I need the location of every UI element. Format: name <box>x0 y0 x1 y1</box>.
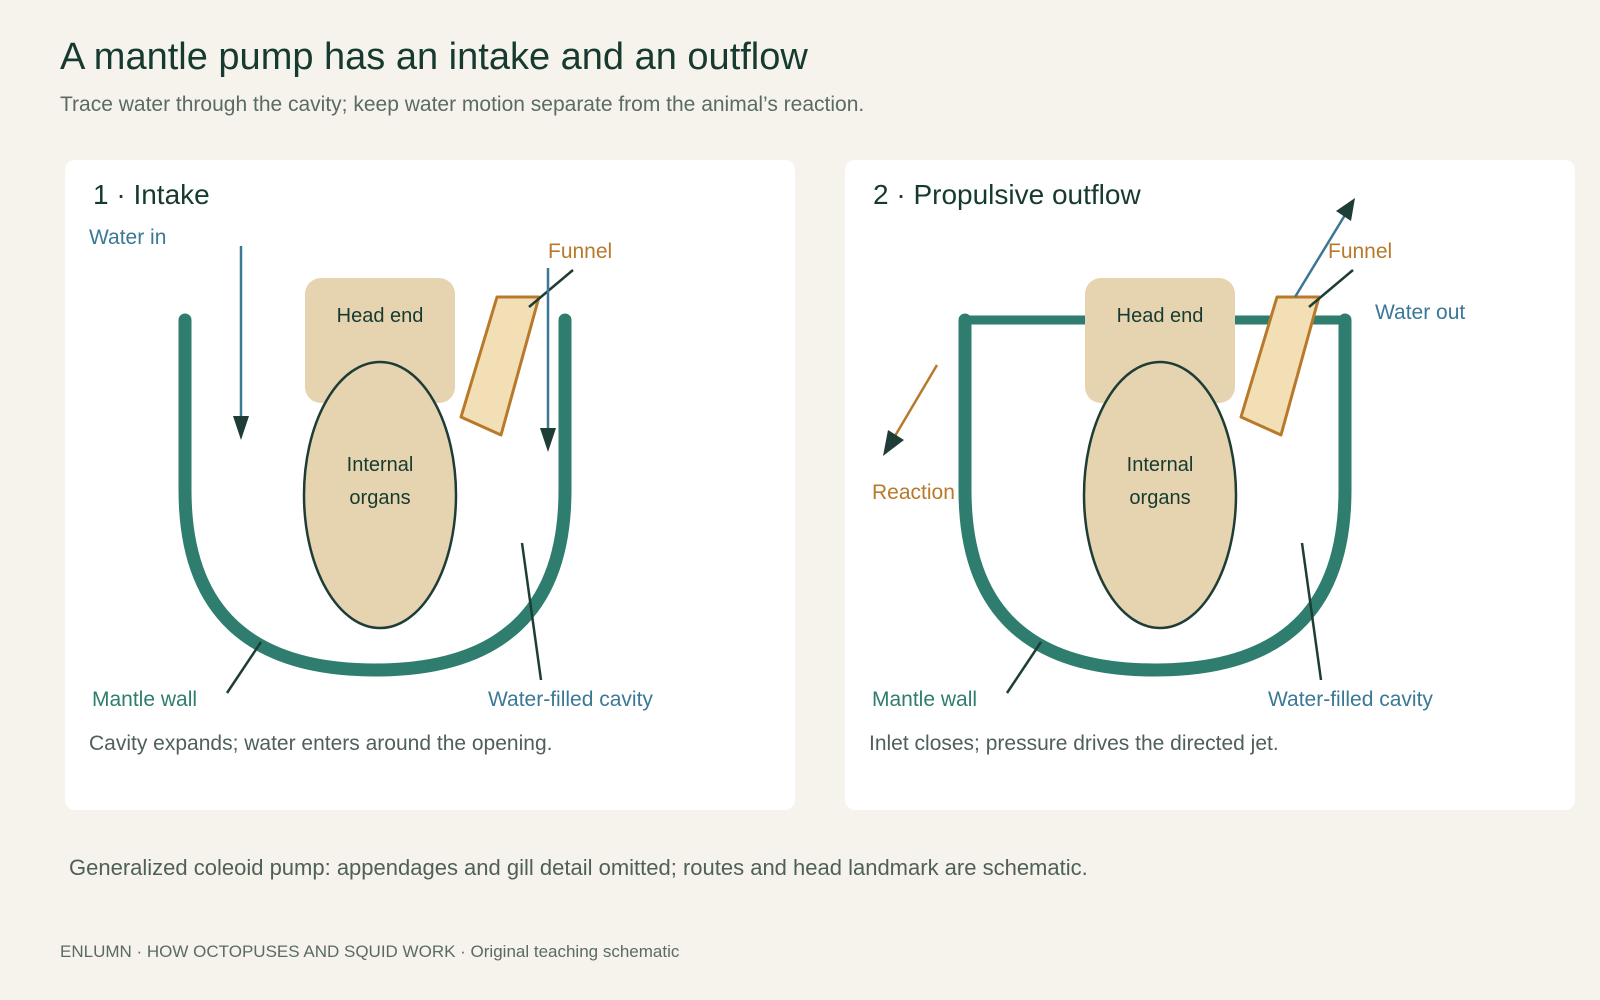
internal-organs <box>1082 360 1238 630</box>
figure-caption: Generalized coleoid pump: appendages and… <box>69 855 1088 880</box>
cavity-leader-line <box>1300 542 1323 681</box>
mantle-leader-line <box>225 641 263 694</box>
reaction-label: Reaction <box>872 481 955 504</box>
arrowhead <box>883 430 904 456</box>
internal-organs <box>302 360 458 630</box>
organs-label-line1: Internal <box>1127 454 1194 476</box>
head-end <box>305 278 455 403</box>
footer-credit: ENLUMN · HOW OCTOPUSES AND SQUID WORK · … <box>60 942 680 961</box>
mantle-leader-line <box>1005 641 1043 694</box>
head-end-label: Head end <box>337 305 424 327</box>
funnel-leader-line <box>1308 269 1354 308</box>
cavity-label: Water-filled cavity <box>1268 688 1433 711</box>
intake-panel: 1 · Intake Head end Internal organs Funn… <box>65 160 795 810</box>
cavity-label: Water-filled cavity <box>488 688 653 711</box>
intake-diagram: 1 · Intake Head end Internal organs Funn… <box>89 179 653 755</box>
mantle-wall <box>178 313 572 677</box>
mantle-wall <box>958 313 1352 677</box>
mantle-wall-label: Mantle wall <box>92 688 197 711</box>
reaction-arrow <box>893 364 939 437</box>
outflow-diagram: 2 · Propulsive outflow Head end Internal… <box>869 179 1465 755</box>
water-out-label: Water out <box>1375 301 1465 324</box>
page-subtitle: Trace water through the cavity; keep wat… <box>60 93 865 116</box>
arrowhead <box>540 428 556 452</box>
cavity-leader-line <box>520 542 543 681</box>
mantle-wall-label: Mantle wall <box>872 688 977 711</box>
head-end-label: Head end <box>1117 305 1204 327</box>
arrowhead <box>233 416 249 440</box>
funnel <box>1239 295 1321 437</box>
funnel-label: Funnel <box>548 240 612 263</box>
panel-title: 2 · Propulsive outflow <box>873 179 1141 210</box>
page-title: A mantle pump has an intake and an outfl… <box>60 36 808 78</box>
organs-label-line2: organs <box>1129 487 1190 509</box>
water-in-label: Water in <box>89 226 166 249</box>
organs-label-line1: Internal <box>347 454 414 476</box>
panel-title: 1 · Intake <box>93 179 210 210</box>
outflow-panel: 2 · Propulsive outflow Head end Internal… <box>845 160 1575 810</box>
panel-note: Cavity expands; water enters around the … <box>89 732 552 755</box>
water-out-arrow <box>1293 214 1347 298</box>
funnel <box>459 295 541 437</box>
head-end <box>1085 278 1235 403</box>
funnel-label: Funnel <box>1328 240 1392 263</box>
arrowhead <box>1336 198 1355 221</box>
funnel-leader-line <box>528 269 574 308</box>
panel-note: Inlet closes; pressure drives the direct… <box>869 732 1279 755</box>
organs-label-line2: organs <box>349 487 410 509</box>
